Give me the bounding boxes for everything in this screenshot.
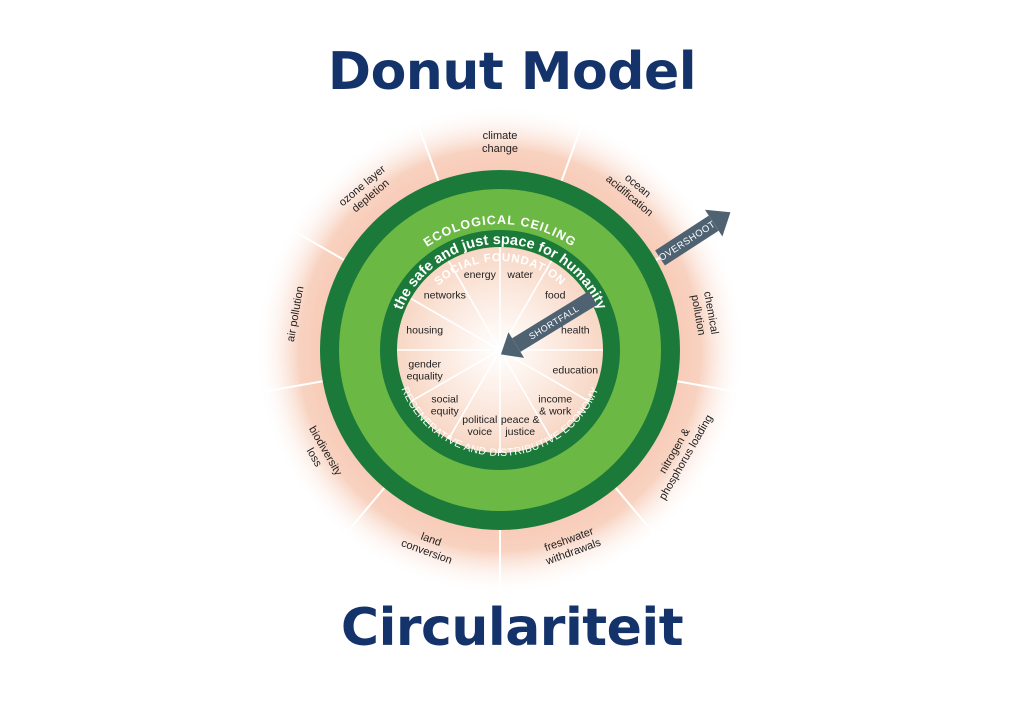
social-foundation-item: energy	[464, 269, 497, 281]
page-subtitle: Circulariteit	[340, 598, 684, 658]
label-line: food	[545, 289, 566, 301]
divider-line	[611, 483, 659, 539]
divider-line	[410, 297, 501, 351]
page-title: Donut Model	[327, 42, 697, 102]
divider-line	[558, 119, 585, 186]
label-line: voice	[468, 426, 493, 438]
label-line: peace &	[501, 414, 540, 426]
label-line: energy	[464, 269, 497, 281]
ecological-dividers	[258, 119, 742, 595]
label-line: climate	[483, 130, 518, 142]
label-line: gender	[408, 359, 441, 371]
social-foundation-item: income& work	[538, 394, 572, 418]
label-line: income	[538, 394, 572, 406]
label-line: equality	[407, 371, 444, 383]
divider-line	[341, 483, 389, 539]
label-line: social	[431, 394, 458, 406]
divider-line	[447, 349, 501, 440]
social-foundation-item: food	[545, 289, 566, 301]
label-line: equity	[431, 406, 460, 418]
label-line: education	[553, 365, 599, 377]
social-foundation-item: networks	[424, 289, 466, 301]
divider-line	[258, 379, 328, 394]
label-line: political	[462, 414, 497, 426]
social-foundation-item: water	[506, 269, 533, 281]
divider-line	[415, 119, 442, 186]
divider-line	[672, 379, 742, 394]
social-foundation-item: health	[561, 324, 590, 336]
divider-line	[447, 260, 501, 351]
label-line: justice	[504, 426, 535, 438]
label-line: change	[482, 143, 518, 155]
social-foundation-item: housing	[406, 324, 443, 336]
social-foundation-item: education	[553, 365, 599, 377]
social-foundation-item: peace &justice	[501, 414, 540, 438]
divider-line	[410, 349, 501, 403]
divider-line	[499, 349, 590, 403]
label-line: housing	[406, 324, 443, 336]
social-foundation-labels: water food health education income& workpeac…	[406, 269, 598, 438]
label-line: & work	[539, 406, 572, 418]
label-line: networks	[424, 289, 466, 301]
divider-line	[499, 349, 553, 440]
label-line: water	[506, 269, 533, 281]
divider-line	[287, 226, 349, 264]
label-line: health	[561, 324, 590, 336]
